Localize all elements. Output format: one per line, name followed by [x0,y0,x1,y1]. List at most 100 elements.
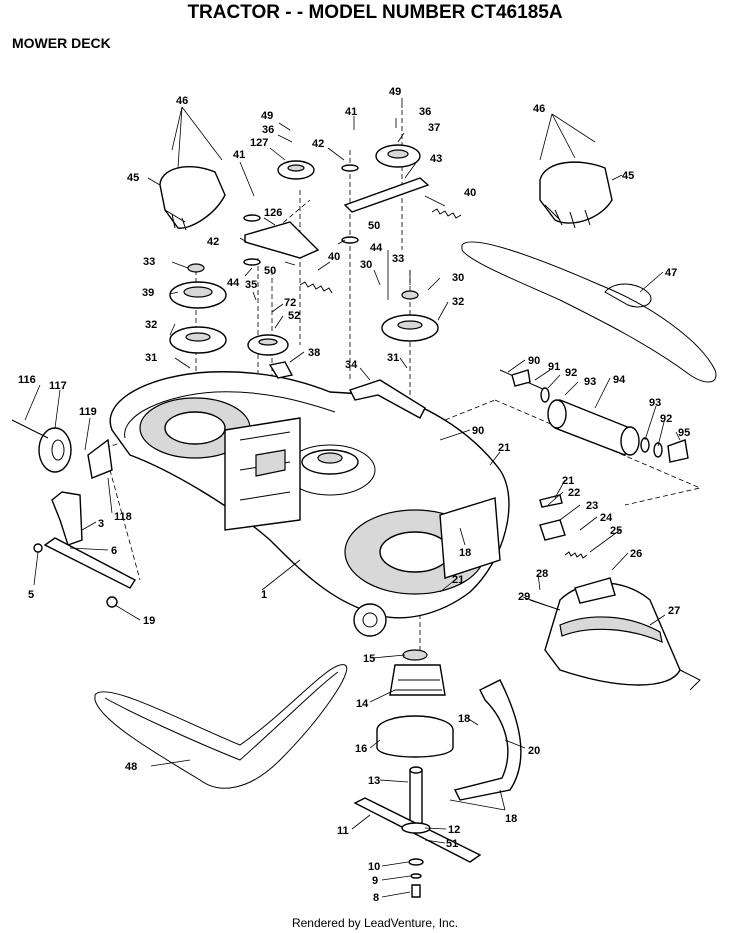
callout-36-right: 36 [419,106,431,118]
callout-13: 13 [368,775,380,787]
pulley-32-left [169,326,227,354]
callout-93-top: 93 [584,376,596,388]
bracket-38 [268,361,294,379]
spindle-shaft [409,766,423,826]
callout-3: 3 [98,518,104,530]
callout-10: 10 [368,861,380,873]
callout-26: 26 [630,548,642,560]
callout-29: 29 [518,591,530,603]
callout-95: 95 [678,427,690,439]
gauge-wheel-bracket [33,491,136,608]
bracket-34 [349,379,426,419]
callout-116: 116 [18,374,36,386]
callout-21-top: 21 [498,442,510,454]
callout-117: 117 [49,380,67,392]
callout-119: 119 [79,406,97,418]
washers-left-stack [243,164,359,266]
callout-52: 52 [288,310,300,322]
callout-15: 15 [363,653,375,665]
callout-48: 48 [125,761,137,773]
callout-50-right: 50 [368,220,380,232]
callout-40-left: 40 [328,251,340,263]
callout-5: 5 [28,589,34,601]
page-title: TRACTOR - - MODEL NUMBER CT46185A [187,2,563,23]
callout-27: 27 [668,605,680,617]
callout-45-right: 45 [622,170,634,182]
idler-pulley-top-left [277,160,315,180]
callout-46-right: 46 [533,103,545,115]
callout-1: 1 [261,589,267,601]
callout-72: 72 [284,297,296,309]
callout-31-left: 31 [145,352,157,364]
callout-28: 28 [536,568,548,580]
belt-cover-left [159,166,226,231]
callout-41-top: 41 [345,106,357,118]
callout-91: 91 [548,361,560,373]
callout-21-right: 21 [562,475,574,487]
spindle-housing [389,649,446,696]
callout-30-right: 30 [452,272,464,284]
nut-33-left [187,263,205,273]
callout-32-right: 32 [452,296,464,308]
callout-9: 9 [372,875,378,887]
callout-37: 37 [428,122,440,134]
baffle-bracket-20 [453,679,522,801]
pulley-32-right [381,314,439,342]
callout-36-left: 36 [262,124,274,136]
idler-arm-right [343,177,430,213]
gauge-wheel [11,419,113,479]
callout-35: 35 [245,279,257,291]
callout-33-left: 33 [143,256,155,268]
spring-left [299,281,333,294]
callout-46-left: 46 [176,95,188,107]
callout-33-right: 33 [392,253,404,265]
callout-42-top: 42 [312,138,324,150]
callout-50-left: 50 [264,265,276,277]
pulley-39 [169,281,227,309]
callout-25: 25 [610,525,622,537]
callout-49-left: 49 [261,110,273,122]
blade [353,797,482,898]
callout-45-left: 45 [127,172,139,184]
callout-21-bottom: 21 [452,574,464,586]
nut-33-right [401,290,419,300]
spring-right [431,208,462,219]
callout-40-right: 40 [464,187,476,199]
chute-hinge-parts [539,494,588,559]
callout-labels: 46 49 41 49 36 36 37 127 42 43 46 45 45 … [18,86,690,904]
belt-47 [461,241,717,383]
callout-127: 127 [250,137,268,149]
callout-39: 39 [142,287,154,299]
callout-44-right: 44 [370,242,383,254]
callout-34: 34 [345,359,358,371]
spindle-shield [376,715,454,758]
callout-31-right: 31 [387,352,399,364]
footer-credit: Rendered by LeadVenture, Inc. [291,916,459,930]
callout-19: 19 [143,615,155,627]
callout-12: 12 [448,824,460,836]
callout-32-left: 32 [145,319,157,331]
callout-41-left: 41 [233,149,245,161]
callout-20: 20 [528,745,540,757]
callout-30-left: 30 [360,259,372,271]
callout-47: 47 [665,267,677,279]
callout-92-bottom: 92 [660,413,672,425]
callout-126: 126 [264,207,282,219]
belt-cover-right [539,161,613,229]
callout-18-middle: 18 [459,547,471,559]
callout-94: 94 [613,374,626,386]
idler-pulley-top-right [375,144,421,168]
callout-51: 51 [446,838,458,850]
discharge-chute [529,577,701,691]
callout-118: 118 [114,511,132,523]
callout-16: 16 [355,743,367,755]
idler-arm-left [244,221,320,259]
callout-49-right: 49 [389,86,401,98]
callout-38: 38 [308,347,320,359]
callout-18-lower: 18 [458,713,470,725]
section-subtitle: MOWER DECK [12,35,111,51]
callout-23: 23 [586,500,598,512]
leader-lines [24,98,681,898]
callout-14: 14 [356,698,369,710]
